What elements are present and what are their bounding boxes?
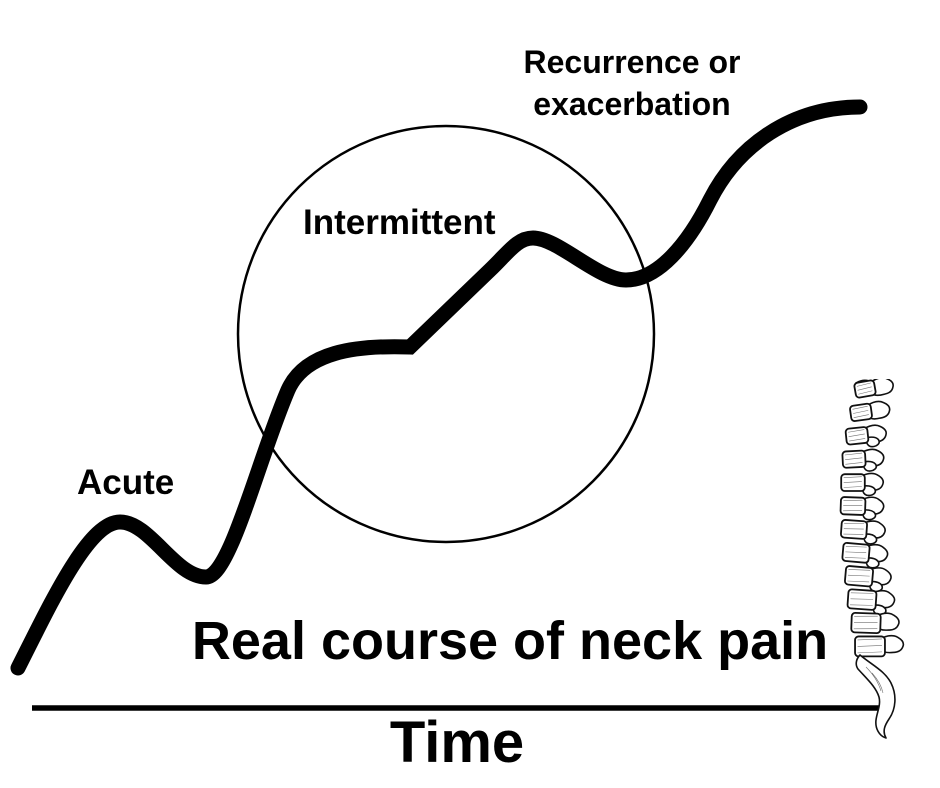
intermittent-label: Intermittent bbox=[303, 203, 496, 242]
intermittent-circle bbox=[236, 124, 656, 544]
recurrence-label: Recurrence or exacerbation bbox=[523, 44, 741, 122]
acute-label: Acute bbox=[77, 463, 175, 502]
pain-curve bbox=[10, 99, 868, 676]
time-axis-label: Time bbox=[389, 710, 525, 775]
spine-illustration bbox=[839, 379, 905, 739]
figure-title: Real course of neck pain bbox=[191, 611, 829, 671]
